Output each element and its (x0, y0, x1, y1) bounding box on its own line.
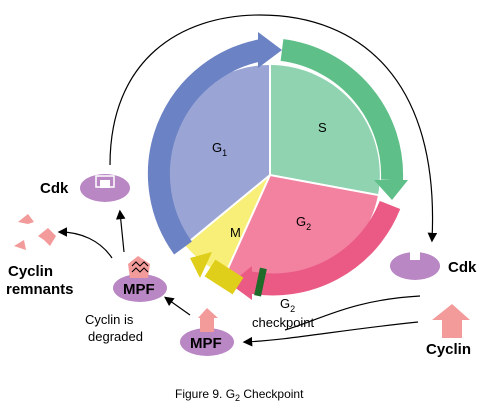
s-wedge (270, 65, 380, 195)
m-label: M (230, 225, 241, 240)
cyclin-label: Cyclin (426, 341, 471, 358)
g1-arrow (147, 39, 265, 255)
g2-checkpoint-bar (254, 267, 267, 297)
g2-label: G2 (296, 214, 311, 232)
s-label: S (318, 120, 327, 135)
cdk-to-cyclin-arc (284, 295, 421, 331)
mpf-bottom-label: MPF (190, 335, 222, 352)
figure-caption: Figure 9. G2 Checkpoint (175, 387, 304, 403)
degraded-label-line2: degraded (88, 329, 143, 344)
cyclin-to-mpf-arrow (242, 321, 419, 347)
mpf-left-shape (113, 274, 167, 302)
cyclin-shape (432, 304, 470, 338)
g2-arrowhead (230, 266, 252, 300)
mpf-to-cdk-arrow (115, 209, 126, 253)
cyclin-remnants-label-line2: remnants (6, 281, 74, 298)
outer-cycle-arc (109, 14, 438, 243)
cdk-right-shape (390, 252, 440, 280)
g1-label: G1 (212, 140, 227, 158)
g2-arrow (245, 200, 401, 296)
degraded-label: Cyclin is (85, 312, 134, 327)
m-arrow (204, 259, 244, 295)
checkpoint-label-line2: checkpoint (252, 315, 315, 330)
mpf-left-label: MPF (123, 281, 155, 298)
cdk-right-label: Cdk (448, 259, 477, 276)
s-arrowhead (374, 180, 408, 200)
s-arrow (280, 39, 404, 181)
cell-cycle-wheel (159, 64, 380, 285)
g1-arrowhead (258, 32, 282, 68)
mpf-bottom-shape (180, 328, 234, 356)
checkpoint-label: G2 (280, 296, 295, 314)
mpf-to-mpf-arrow (164, 296, 191, 316)
mpf-to-remnants-arrow (57, 227, 113, 259)
mpf-zigzag-icon (131, 261, 149, 273)
cdk-left-label: Cdk (40, 180, 69, 197)
cyclin-remnants-label: Cyclin (8, 263, 53, 280)
m-arrowhead (190, 252, 212, 278)
m-wedge (185, 175, 270, 275)
cyclin-remnants-icon (14, 214, 56, 250)
